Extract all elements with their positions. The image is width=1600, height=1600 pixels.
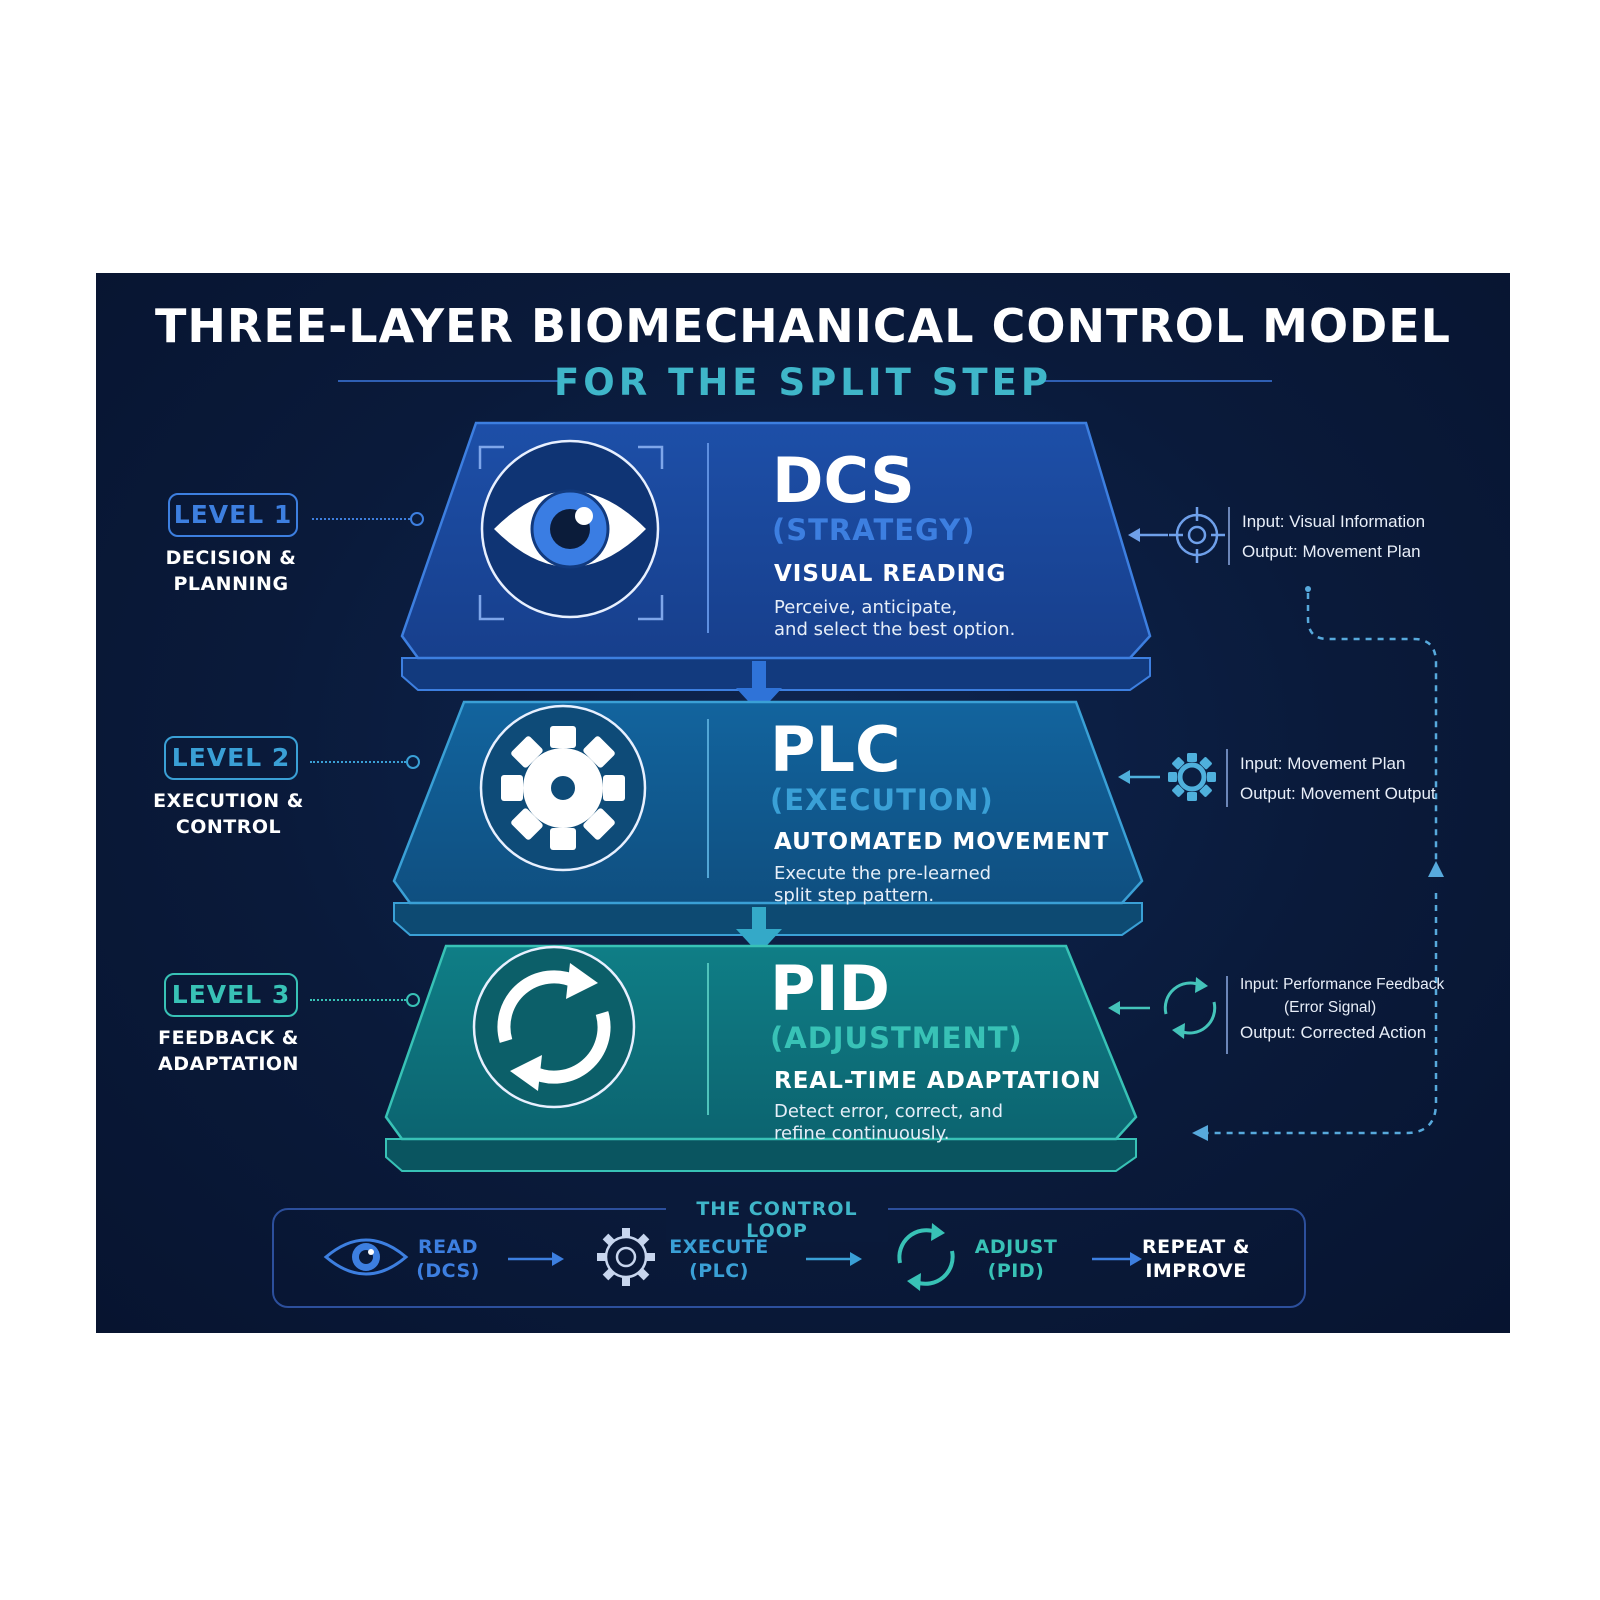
- plc-desc-line-1: Execute the pre-learned: [774, 863, 992, 884]
- io-pid-input: Input: Performance Feedback: [1240, 976, 1445, 993]
- level-2-description: EXECUTION & CONTROL: [146, 788, 311, 840]
- level-3-badge: LEVEL 3: [164, 973, 298, 1017]
- pid-desc-line-1: Detect error, correct, and: [774, 1101, 1004, 1122]
- level-3-desc-line-1: FEEDBACK &: [158, 1027, 299, 1049]
- io-plc-output: Output: Movement Output: [1240, 784, 1436, 803]
- dcs-title: DCS: [772, 444, 915, 517]
- loop-cycle-arrows-icon: [897, 1223, 955, 1291]
- loop-step-repeat: REPEAT & IMPROVE: [1136, 1235, 1256, 1283]
- loop-step-read-line-2: (DCS): [416, 1260, 480, 1282]
- loop-step-read-line-1: READ: [417, 1236, 479, 1258]
- diagram-title: THREE-LAYER BIOMECHANICAL CONTROL MODEL: [155, 299, 1451, 353]
- level-3-description: FEEDBACK & ADAPTATION: [146, 1025, 311, 1077]
- level-3-desc-line-2: ADAPTATION: [158, 1053, 299, 1075]
- level-2-badge: LEVEL 2: [164, 736, 298, 780]
- plc-heading: AUTOMATED MOVEMENT: [774, 829, 1110, 855]
- diagram-panel: THREE-LAYER BIOMECHANICAL CONTROL MODEL …: [96, 273, 1510, 1333]
- loop-step-execute-line-1: EXECUTE: [669, 1236, 769, 1258]
- dcs-description: Perceive, anticipate, and select the bes…: [774, 597, 1015, 641]
- io-dcs: Input: Visual Information Output: Moveme…: [1242, 507, 1472, 567]
- io-dcs-output: Output: Movement Plan: [1242, 542, 1421, 561]
- level-2-connector-end: [406, 755, 420, 769]
- pid-role: (ADJUSTMENT): [770, 1021, 1023, 1055]
- dcs-heading: VISUAL READING: [774, 561, 1007, 587]
- level-1-connector: [312, 518, 410, 520]
- plc-title: PLC: [770, 713, 901, 786]
- io-plc: Input: Movement Plan Output: Movement Ou…: [1240, 749, 1480, 809]
- io-plc-input: Input: Movement Plan: [1240, 754, 1406, 773]
- loop-arrow-1: [508, 1252, 564, 1266]
- level-1-desc-line-1: DECISION &: [165, 547, 297, 569]
- diagram-subtitle: FOR THE SPLIT STEP: [554, 361, 1052, 404]
- level-2-connector: [310, 761, 406, 763]
- loop-step-adjust: ADJUST (PID): [966, 1235, 1066, 1283]
- layer-slabs: [384, 421, 1444, 1172]
- dcs-desc-line-1: Perceive, anticipate,: [774, 597, 958, 618]
- control-loop-title: THE CONTROL LOOP: [666, 1198, 888, 1242]
- io-dcs-input: Input: Visual Information: [1242, 512, 1426, 531]
- loop-step-read: READ (DCS): [408, 1235, 488, 1283]
- io-pid-output: Output: Corrected Action: [1240, 1023, 1427, 1042]
- plc-desc-line-2: split step pattern.: [774, 885, 935, 906]
- level-1-description: DECISION & PLANNING: [151, 545, 311, 597]
- feedback-arrow-up: [1428, 861, 1444, 877]
- level-2-desc-line-1: EXECUTION &: [153, 790, 304, 812]
- pid-heading: REAL-TIME ADAPTATION: [774, 1068, 1102, 1094]
- level-3-connector-end: [406, 993, 420, 1007]
- feedback-arrow-left: [1192, 1125, 1208, 1141]
- target-icon: [1169, 507, 1225, 563]
- pid-description: Detect error, correct, and refine contin…: [774, 1101, 1003, 1145]
- input-arrow-2: [1118, 770, 1160, 784]
- focus-brackets: [478, 445, 664, 621]
- input-arrow-3: [1108, 1001, 1150, 1015]
- loop-step-execute: EXECUTE (PLC): [664, 1235, 774, 1283]
- io-pid-input-extra: (Error Signal): [1284, 999, 1377, 1016]
- input-arrow-1: [1128, 528, 1168, 542]
- level-1-connector-end: [410, 512, 424, 526]
- loop-step-repeat-line-1: REPEAT &: [1142, 1236, 1250, 1258]
- level-1-desc-line-2: PLANNING: [173, 573, 289, 595]
- loop-step-adjust-line-2: (PID): [987, 1260, 1045, 1282]
- control-loop-icons: [323, 1223, 1142, 1291]
- plc-role: (EXECUTION): [770, 783, 994, 817]
- dcs-desc-line-2: and select the best option.: [774, 619, 1016, 640]
- flow-arrow-down-1: [736, 661, 782, 713]
- loop-step-repeat-line-2: IMPROVE: [1145, 1260, 1247, 1282]
- pid-title: PID: [770, 952, 890, 1025]
- dcs-role: (STRATEGY): [772, 513, 976, 547]
- subtitle-rule-left: [338, 380, 570, 382]
- io-pid: Input: Performance Feedback (Error Signa…: [1240, 973, 1494, 1044]
- loop-arrow-2: [806, 1252, 862, 1266]
- small-gear-icon: [1168, 753, 1216, 801]
- level-2-desc-line-2: CONTROL: [175, 816, 282, 838]
- loop-arrow-3: [1092, 1252, 1142, 1266]
- flow-arrow-down-2: [736, 907, 782, 954]
- pid-desc-line-2: refine continuously.: [774, 1123, 950, 1144]
- subtitle-rule-right: [1040, 380, 1272, 382]
- gear-icon: [501, 726, 625, 850]
- level-3-connector: [310, 999, 406, 1001]
- cycle-arrows-icon: [497, 963, 611, 1091]
- small-cycle-arrows-icon: [1163, 977, 1217, 1039]
- loop-gear-icon: [597, 1228, 655, 1286]
- loop-eye-icon: [323, 1238, 409, 1276]
- eye-icon: [494, 489, 646, 569]
- plc-description: Execute the pre-learned split step patte…: [774, 863, 991, 907]
- feedback-loop-path: [1206, 593, 1438, 1135]
- loop-step-execute-line-2: (PLC): [689, 1260, 749, 1282]
- level-1-badge: LEVEL 1: [168, 493, 298, 537]
- loop-step-adjust-line-1: ADJUST: [974, 1236, 1058, 1258]
